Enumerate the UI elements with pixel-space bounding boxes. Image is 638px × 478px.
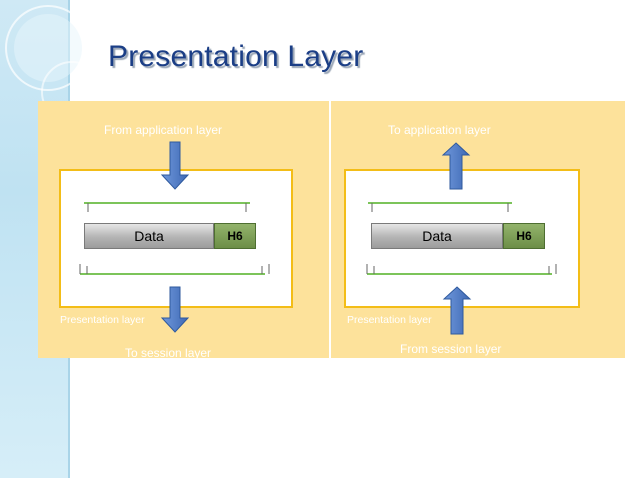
decorative-circles [5, 5, 103, 123]
panel-divider [329, 101, 331, 358]
left-top-label: From application layer [104, 123, 223, 137]
left-bottom-arrow [160, 286, 190, 333]
right-top-bracket-ticks [371, 203, 509, 212]
right-layer-label: Presentation layer [347, 314, 432, 326]
left-bottom-bracket-ticks [79, 264, 270, 274]
right-top-label: To application layer [388, 123, 491, 137]
right-top-arrow [441, 142, 471, 190]
slide-title: Presentation Layer [108, 40, 364, 73]
left-top-bracket-ticks [87, 203, 247, 212]
right-bottom-bracket-ticks [366, 264, 557, 274]
left-header-segment: H6 [214, 223, 256, 249]
left-bottom-label: To session layer [125, 346, 212, 360]
left-layer-label: Presentation layer [60, 314, 145, 326]
right-data-unit: Data H6 [371, 223, 545, 249]
left-data-unit: Data H6 [84, 223, 256, 249]
left-top-arrow [160, 141, 190, 190]
right-data-segment: Data [371, 223, 503, 249]
left-data-segment: Data [84, 223, 214, 249]
right-bottom-arrow [442, 286, 472, 335]
right-bottom-label: From session layer [400, 342, 502, 356]
right-header-segment: H6 [503, 223, 545, 249]
